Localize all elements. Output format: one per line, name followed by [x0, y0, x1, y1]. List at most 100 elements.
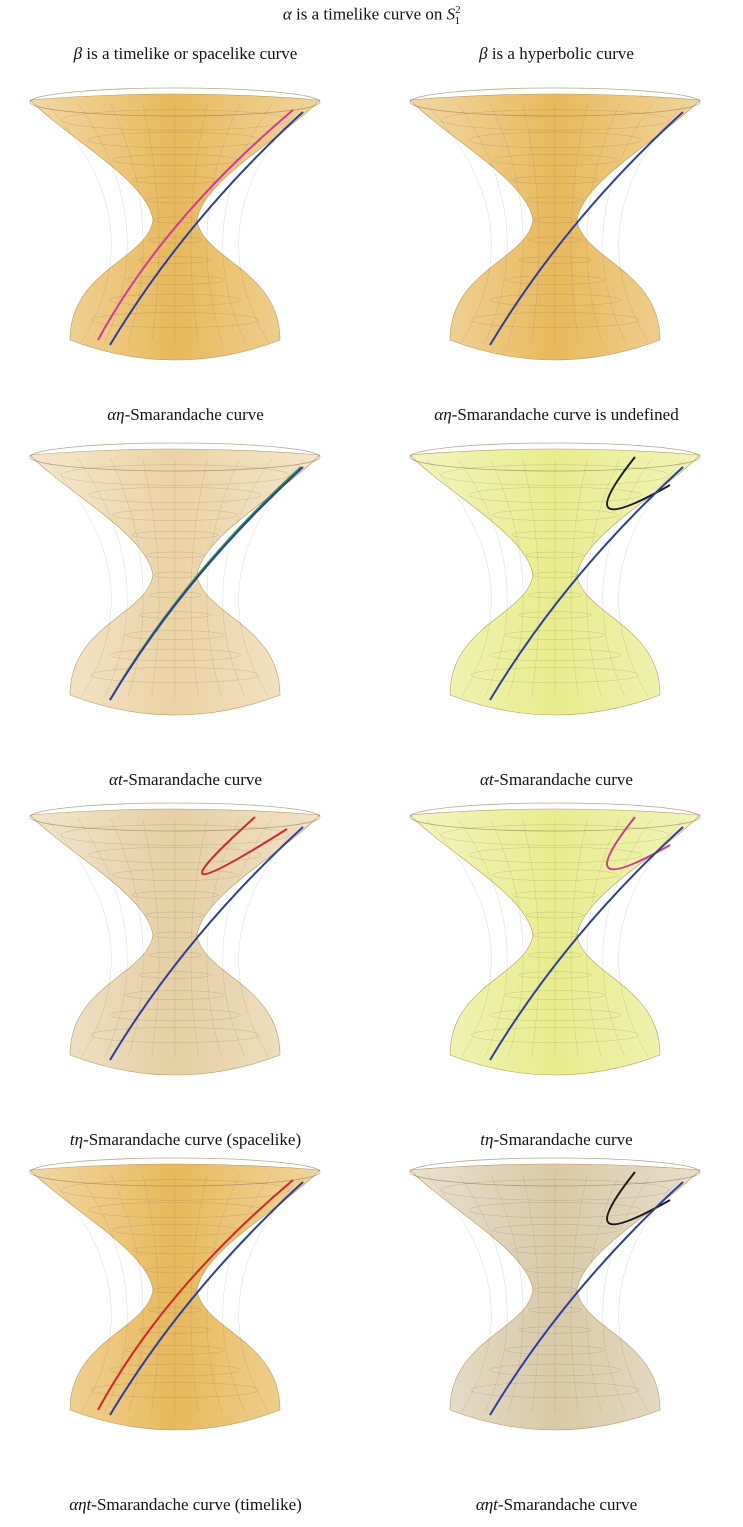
- mesh-line: [90, 312, 260, 328]
- caption-symbol: tη: [69, 1130, 84, 1149]
- column-heading-right-text: is a hyperbolic curve: [487, 44, 634, 63]
- mesh-line: [602, 458, 652, 698]
- mesh-line: [88, 487, 262, 503]
- mesh-line: [532, 571, 578, 579]
- mesh-line: [112, 509, 238, 521]
- mesh-line: [468, 847, 642, 863]
- mesh-line: [109, 1008, 241, 1022]
- panel-caption: αηt-Smarandache curve (timelike): [0, 1495, 371, 1515]
- mesh-line: [131, 890, 219, 900]
- mesh-line: [88, 847, 262, 863]
- mesh-line: [206, 103, 240, 343]
- mesh-line: [525, 1266, 585, 1274]
- mesh-line: [60, 1179, 290, 1201]
- hyperboloid-surface: [29, 808, 321, 1076]
- mesh-line: [511, 530, 599, 540]
- hyperboloid-surface: [409, 808, 701, 1076]
- hyperboloid-figure: [29, 1157, 321, 1431]
- curve-line: [606, 816, 671, 871]
- mesh-line: [470, 312, 640, 328]
- mesh-line: [489, 1008, 621, 1022]
- mesh-line: [470, 1027, 640, 1043]
- mesh-line: [528, 236, 582, 244]
- panel-caption: tη-Smarandache curve (spacelike): [0, 1130, 371, 1150]
- mesh-line: [522, 818, 540, 1058]
- caption-symbol: αη: [434, 405, 452, 424]
- mesh-line: [125, 990, 225, 1000]
- hyperboloid-panel: [400, 80, 710, 380]
- curve-line: [489, 111, 684, 346]
- mesh-line: [458, 103, 508, 343]
- mesh-line: [522, 1173, 540, 1413]
- mesh-line: [138, 1326, 212, 1334]
- mesh-line: [440, 824, 670, 846]
- curve-line: [109, 1181, 304, 1416]
- mesh-line: [90, 667, 260, 683]
- curve-line: [109, 826, 304, 1061]
- mesh-line: [528, 1306, 582, 1314]
- mesh-line: [570, 818, 588, 1058]
- curve-line: [606, 1171, 671, 1226]
- caption-text: -Smarandache curve: [497, 1495, 638, 1514]
- caption-text: -Smarandache curve: [493, 770, 633, 789]
- mesh-line: [206, 458, 240, 698]
- mesh-line: [145, 911, 205, 919]
- mesh-line: [490, 458, 524, 698]
- mesh-line: [458, 818, 508, 1058]
- hyperboloid-rim: [29, 802, 321, 832]
- mesh-line: [88, 132, 262, 148]
- mesh-line: [458, 458, 508, 698]
- mesh-line: [468, 487, 642, 503]
- mesh-line: [511, 890, 599, 900]
- mesh-line: [518, 611, 592, 619]
- caption-text: -Smarandache curve (spacelike): [83, 1130, 302, 1149]
- mesh-line: [492, 154, 618, 166]
- mesh-line: [470, 667, 640, 683]
- column-heading-right-symbol: β: [479, 44, 488, 63]
- mesh-line: [525, 196, 585, 204]
- caption-text: -Smarandache curve: [493, 1130, 633, 1149]
- panel-caption: αt-Smarandache curve: [371, 770, 742, 790]
- mesh-line: [586, 1173, 620, 1413]
- mesh-line: [222, 458, 272, 698]
- mesh-line: [570, 1173, 588, 1413]
- hyperboloid-figure: [29, 802, 321, 1076]
- mesh-line: [109, 648, 241, 662]
- mesh-line: [148, 236, 202, 244]
- mesh-line: [190, 1173, 208, 1413]
- mesh-line: [468, 1202, 642, 1218]
- curve-line: [489, 1181, 684, 1416]
- column-heading-left: β is a timelike or spacelike curve: [0, 44, 371, 64]
- panel-caption: αηt-Smarandache curve: [371, 1495, 742, 1515]
- curve-line: [489, 466, 684, 701]
- caption-symbol: tη: [480, 1130, 494, 1149]
- mesh-line: [511, 1245, 599, 1255]
- hyperboloid-figure: [29, 442, 321, 716]
- mesh-line: [518, 1326, 592, 1334]
- mesh-line: [110, 103, 144, 343]
- mesh-line: [125, 630, 225, 640]
- mesh-line: [518, 971, 592, 979]
- mesh-line: [45, 103, 112, 343]
- curve-line: [109, 111, 304, 346]
- mesh-line: [440, 1179, 670, 1201]
- hyperboloid-surface: [409, 93, 701, 361]
- hyperboloid-rim: [409, 442, 701, 472]
- mesh-line: [586, 103, 620, 343]
- mesh-line: [206, 818, 240, 1058]
- mesh-line: [78, 458, 128, 698]
- caption-symbol: αη: [107, 405, 125, 424]
- mesh-line: [78, 818, 128, 1058]
- mesh-line: [112, 869, 238, 881]
- hyperboloid-figure: [29, 87, 321, 361]
- hyperboloid-figure: [409, 802, 701, 1076]
- mesh-line: [90, 1382, 260, 1398]
- mesh-line: [470, 1382, 640, 1398]
- caption-symbol: αt: [480, 770, 494, 789]
- mesh-line: [528, 951, 582, 959]
- hyperboloid-figure: [409, 87, 701, 361]
- panel-caption: αη-Smarandache curve: [0, 405, 371, 425]
- mesh-line: [222, 103, 272, 343]
- mesh-line: [142, 103, 160, 343]
- column-heading-right: β is a hyperbolic curve: [371, 44, 742, 64]
